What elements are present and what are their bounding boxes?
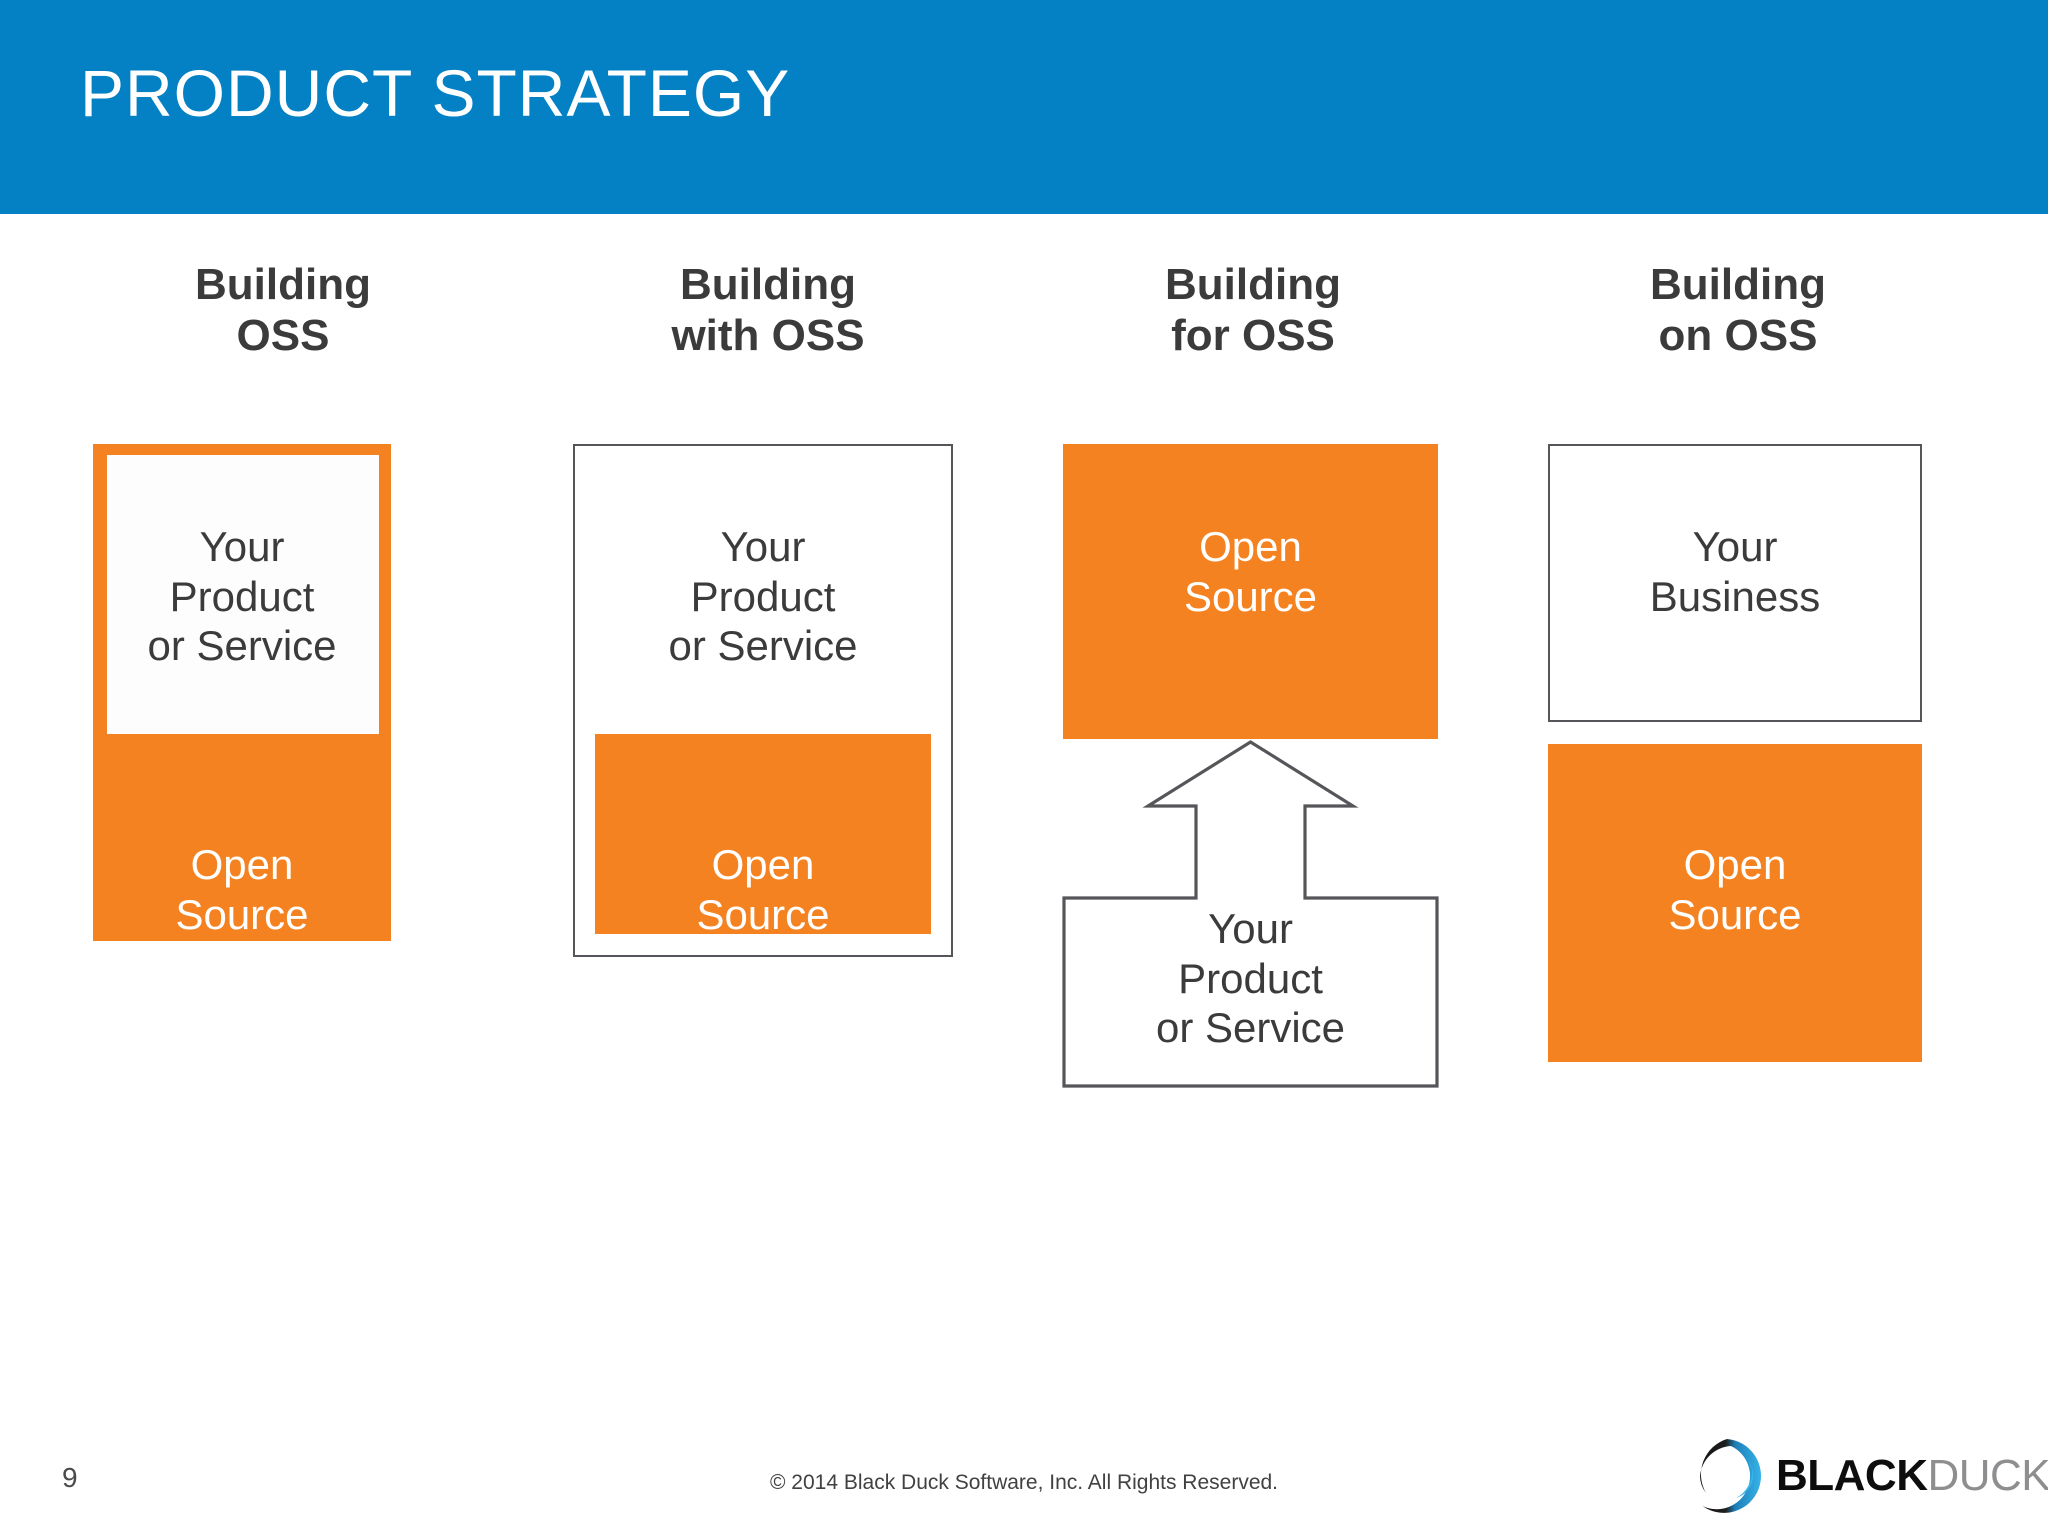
up-arrow-icon (1058, 736, 1443, 1091)
logo-text-duck: DUCK (1927, 1451, 2048, 1500)
column-title-building-with-oss: Building with OSS (671, 260, 865, 361)
column-title-building-for-oss: Building for OSS (1165, 260, 1341, 361)
diagram-building-oss: Your Product or Service Open Source (40, 444, 526, 1344)
block-label-your-product-or-service: Your Product or Service (668, 523, 858, 670)
block-label-open-source: Open Source (175, 841, 309, 938)
block-label-your-product-or-service: Your Product or Service (1155, 905, 1346, 1052)
logo-text-black: BLACK (1776, 1451, 1928, 1500)
diagram-building-with-oss: Your Product or Service Open Source (525, 444, 1011, 1344)
diagram-building-for-oss: Open Source Your Product or Service (1010, 444, 1496, 1344)
block-label-open-source: Open Source (1668, 841, 1802, 938)
strategy-columns: Building OSS Your Product or Service Ope… (0, 214, 2048, 1394)
block-label-open-source: Open Source (696, 841, 830, 938)
page-number: 9 (62, 1462, 78, 1493)
block-label-open-source: Open Source (1183, 523, 1318, 620)
copyright-notice: © 2014 Black Duck Software, Inc. All Rig… (769, 1471, 1279, 1494)
black-duck-logo: BLACKDUCK (1686, 1432, 2048, 1520)
page-title: PRODUCT STRATEGY (80, 56, 791, 130)
white-inner-block (107, 455, 379, 734)
orange-inner-block (595, 734, 931, 934)
column-title-building-oss: Building OSS (195, 260, 371, 361)
orange-open-source-block (1548, 744, 1922, 1062)
block-label-your-business: Your Business (1649, 523, 1821, 620)
column-title-building-on-oss: Building on OSS (1650, 260, 1826, 361)
swoosh-icon (1686, 1435, 1768, 1517)
diagram-building-on-oss: Your Business Open Source (1495, 444, 1981, 1344)
outlined-your-business-block (1548, 444, 1922, 722)
slide-header-bar (0, 0, 2048, 214)
block-label-your-product-or-service: Your Product or Service (147, 523, 337, 670)
orange-open-source-block (1063, 444, 1438, 739)
logo-wordmark: BLACKDUCK (1776, 1454, 2048, 1498)
